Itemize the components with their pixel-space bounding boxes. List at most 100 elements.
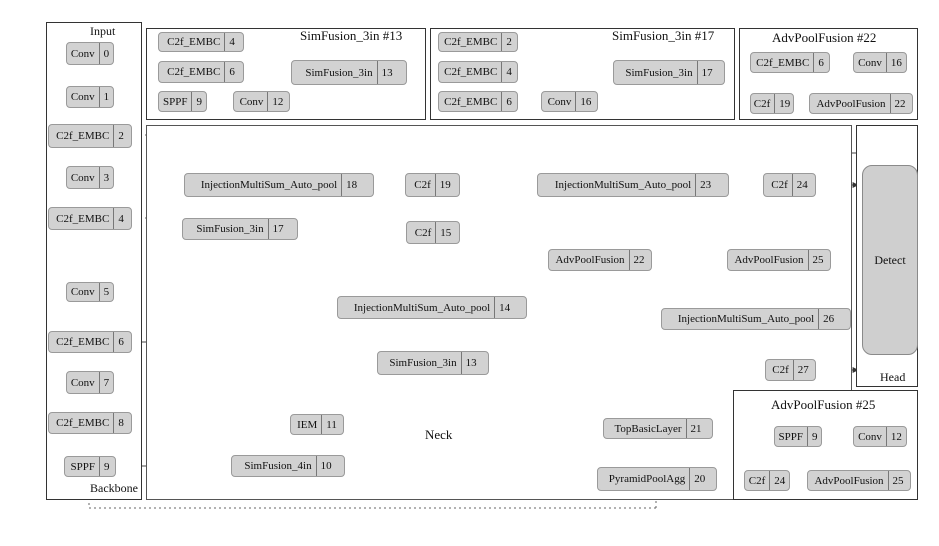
node-label: C2f xyxy=(768,364,793,376)
node-label: SimFusion_3in xyxy=(301,67,376,79)
node-id: 9 xyxy=(807,427,822,446)
injection-23[interactable]: InjectionMultiSum_Auto_pool23 xyxy=(537,173,729,197)
p22-advpoolfusion-22[interactable]: AdvPoolFusion22 xyxy=(809,93,913,114)
node-id: 6 xyxy=(501,92,516,111)
p17-c2f-embc-4[interactable]: C2f_EMBC4 xyxy=(438,61,518,83)
c2f-19[interactable]: C2f19 xyxy=(405,173,460,197)
advpoolfusion-22[interactable]: AdvPoolFusion22 xyxy=(548,249,652,271)
node-id: 4 xyxy=(113,208,128,229)
node-label: SimFusion_3in xyxy=(385,357,460,369)
node-label: SimFusion_3in xyxy=(621,67,696,79)
node-label: C2f_EMBC xyxy=(440,36,501,48)
advpool25-title: AdvPoolFusion #25 xyxy=(771,397,875,413)
node-label: InjectionMultiSum_Auto_pool xyxy=(197,179,341,191)
iem-11[interactable]: IEM11 xyxy=(290,414,344,435)
node-id: 2 xyxy=(501,33,516,51)
injection-14[interactable]: InjectionMultiSum_Auto_pool14 xyxy=(337,296,527,319)
detect-label: Detect xyxy=(874,253,905,268)
node-label: C2f xyxy=(767,179,792,191)
injection-18[interactable]: InjectionMultiSum_Auto_pool18 xyxy=(184,173,374,197)
node-label: AdvPoolFusion xyxy=(812,98,889,110)
p22-c2f-embc-6[interactable]: C2f_EMBC6 xyxy=(750,52,830,73)
node-conv-5[interactable]: Conv5 xyxy=(66,282,114,302)
node-id: 22 xyxy=(629,250,649,270)
node-conv-1[interactable]: Conv1 xyxy=(66,86,114,108)
advpoolfusion-25[interactable]: AdvPoolFusion25 xyxy=(727,249,831,271)
node-id: 6 xyxy=(113,332,128,352)
node-id: 4 xyxy=(501,62,516,82)
node-id: 24 xyxy=(769,471,789,490)
node-id: 6 xyxy=(813,53,828,72)
node-id: 9 xyxy=(191,92,206,111)
node-id: 10 xyxy=(316,456,336,476)
node-id: 0 xyxy=(99,43,114,64)
node-id: 25 xyxy=(808,250,828,270)
node-label: C2f xyxy=(750,98,774,110)
node-id: 13 xyxy=(377,61,397,84)
node-label: TopBasicLayer xyxy=(610,423,685,435)
node-id: 4 xyxy=(224,33,239,51)
p13-conv-12[interactable]: Conv12 xyxy=(233,91,290,112)
node-id: 12 xyxy=(886,427,906,446)
node-label: Conv xyxy=(854,57,886,69)
injection-26[interactable]: InjectionMultiSum_Auto_pool26 xyxy=(661,308,851,330)
node-label: C2f_EMBC xyxy=(440,96,501,108)
node-label: Conv xyxy=(67,91,99,103)
node-label: InjectionMultiSum_Auto_pool xyxy=(350,302,494,314)
node-label: C2f_EMBC xyxy=(52,417,113,429)
p22-c2f-19[interactable]: C2f19 xyxy=(750,93,794,114)
node-id: 3 xyxy=(99,167,114,188)
p25-sppf-9[interactable]: SPPF9 xyxy=(774,426,822,447)
p25-conv-12[interactable]: Conv12 xyxy=(853,426,907,447)
node-label: C2f xyxy=(410,179,435,191)
detect-node[interactable]: Detect xyxy=(862,165,918,355)
node-c2f-embc-4[interactable]: C2f_EMBC4 xyxy=(48,207,132,230)
p13-c2f-embc-6[interactable]: C2f_EMBC6 xyxy=(158,61,244,83)
node-id: 11 xyxy=(321,415,341,434)
node-label: C2f_EMBC xyxy=(440,66,501,78)
node-c2f-embc-8[interactable]: C2f_EMBC8 xyxy=(48,412,132,434)
c2f-15[interactable]: C2f15 xyxy=(406,221,460,244)
simfusion4in-10[interactable]: SimFusion_4in10 xyxy=(231,455,345,477)
node-c2f-embc-2[interactable]: C2f_EMBC2 xyxy=(48,124,132,148)
simfusion-13[interactable]: SimFusion_3in13 xyxy=(377,351,489,375)
node-c2f-embc-6[interactable]: C2f_EMBC6 xyxy=(48,331,132,353)
node-conv-7[interactable]: Conv7 xyxy=(66,371,114,394)
p22-conv-16[interactable]: Conv16 xyxy=(853,52,907,73)
node-label: Conv xyxy=(67,48,99,60)
node-id: 20 xyxy=(689,468,709,490)
node-id: 23 xyxy=(695,174,715,196)
node-id: 13 xyxy=(461,352,481,374)
neck-label: Neck xyxy=(425,427,452,443)
p17-conv-16[interactable]: Conv16 xyxy=(541,91,598,112)
p17-c2f-embc-2[interactable]: C2f_EMBC2 xyxy=(438,32,518,52)
p25-c2f-24[interactable]: C2f24 xyxy=(744,470,790,491)
input-label: Input xyxy=(90,24,115,39)
node-label: Conv xyxy=(67,286,99,298)
p13-c2f-embc-4[interactable]: C2f_EMBC4 xyxy=(158,32,244,52)
node-conv-3[interactable]: Conv3 xyxy=(66,166,114,189)
c2f-27[interactable]: C2f27 xyxy=(765,359,816,381)
node-label: C2f_EMBC xyxy=(163,36,224,48)
node-conv-0[interactable]: Conv0 xyxy=(66,42,114,65)
pyramidpoolagg-20[interactable]: PyramidPoolAgg20 xyxy=(597,467,717,491)
topbasiclayer-21[interactable]: TopBasicLayer21 xyxy=(603,418,713,439)
node-sppf-9[interactable]: SPPF9 xyxy=(64,456,116,477)
simfusion-17[interactable]: SimFusion_3in17 xyxy=(182,218,298,240)
node-label: SimFusion_4in xyxy=(240,460,315,472)
node-label: SimFusion_3in xyxy=(192,223,267,235)
node-label: C2f_EMBC xyxy=(52,130,113,142)
node-label: SPPF xyxy=(775,431,807,443)
node-id: 2 xyxy=(113,125,128,147)
p13-simfusion-13[interactable]: SimFusion_3in13 xyxy=(291,60,407,85)
node-id: 6 xyxy=(224,62,239,82)
c2f-24[interactable]: C2f24 xyxy=(763,173,816,197)
node-id: 14 xyxy=(494,297,514,318)
p17-simfusion-17[interactable]: SimFusion_3in17 xyxy=(613,60,725,85)
p25-advpoolfusion-25[interactable]: AdvPoolFusion25 xyxy=(807,470,911,491)
head-label: Head xyxy=(880,370,905,385)
node-label: C2f_EMBC xyxy=(52,336,113,348)
p13-sppf-9[interactable]: SPPF9 xyxy=(158,91,207,112)
node-label: Conv xyxy=(67,377,99,389)
p17-c2f-embc-6[interactable]: C2f_EMBC6 xyxy=(438,91,518,112)
